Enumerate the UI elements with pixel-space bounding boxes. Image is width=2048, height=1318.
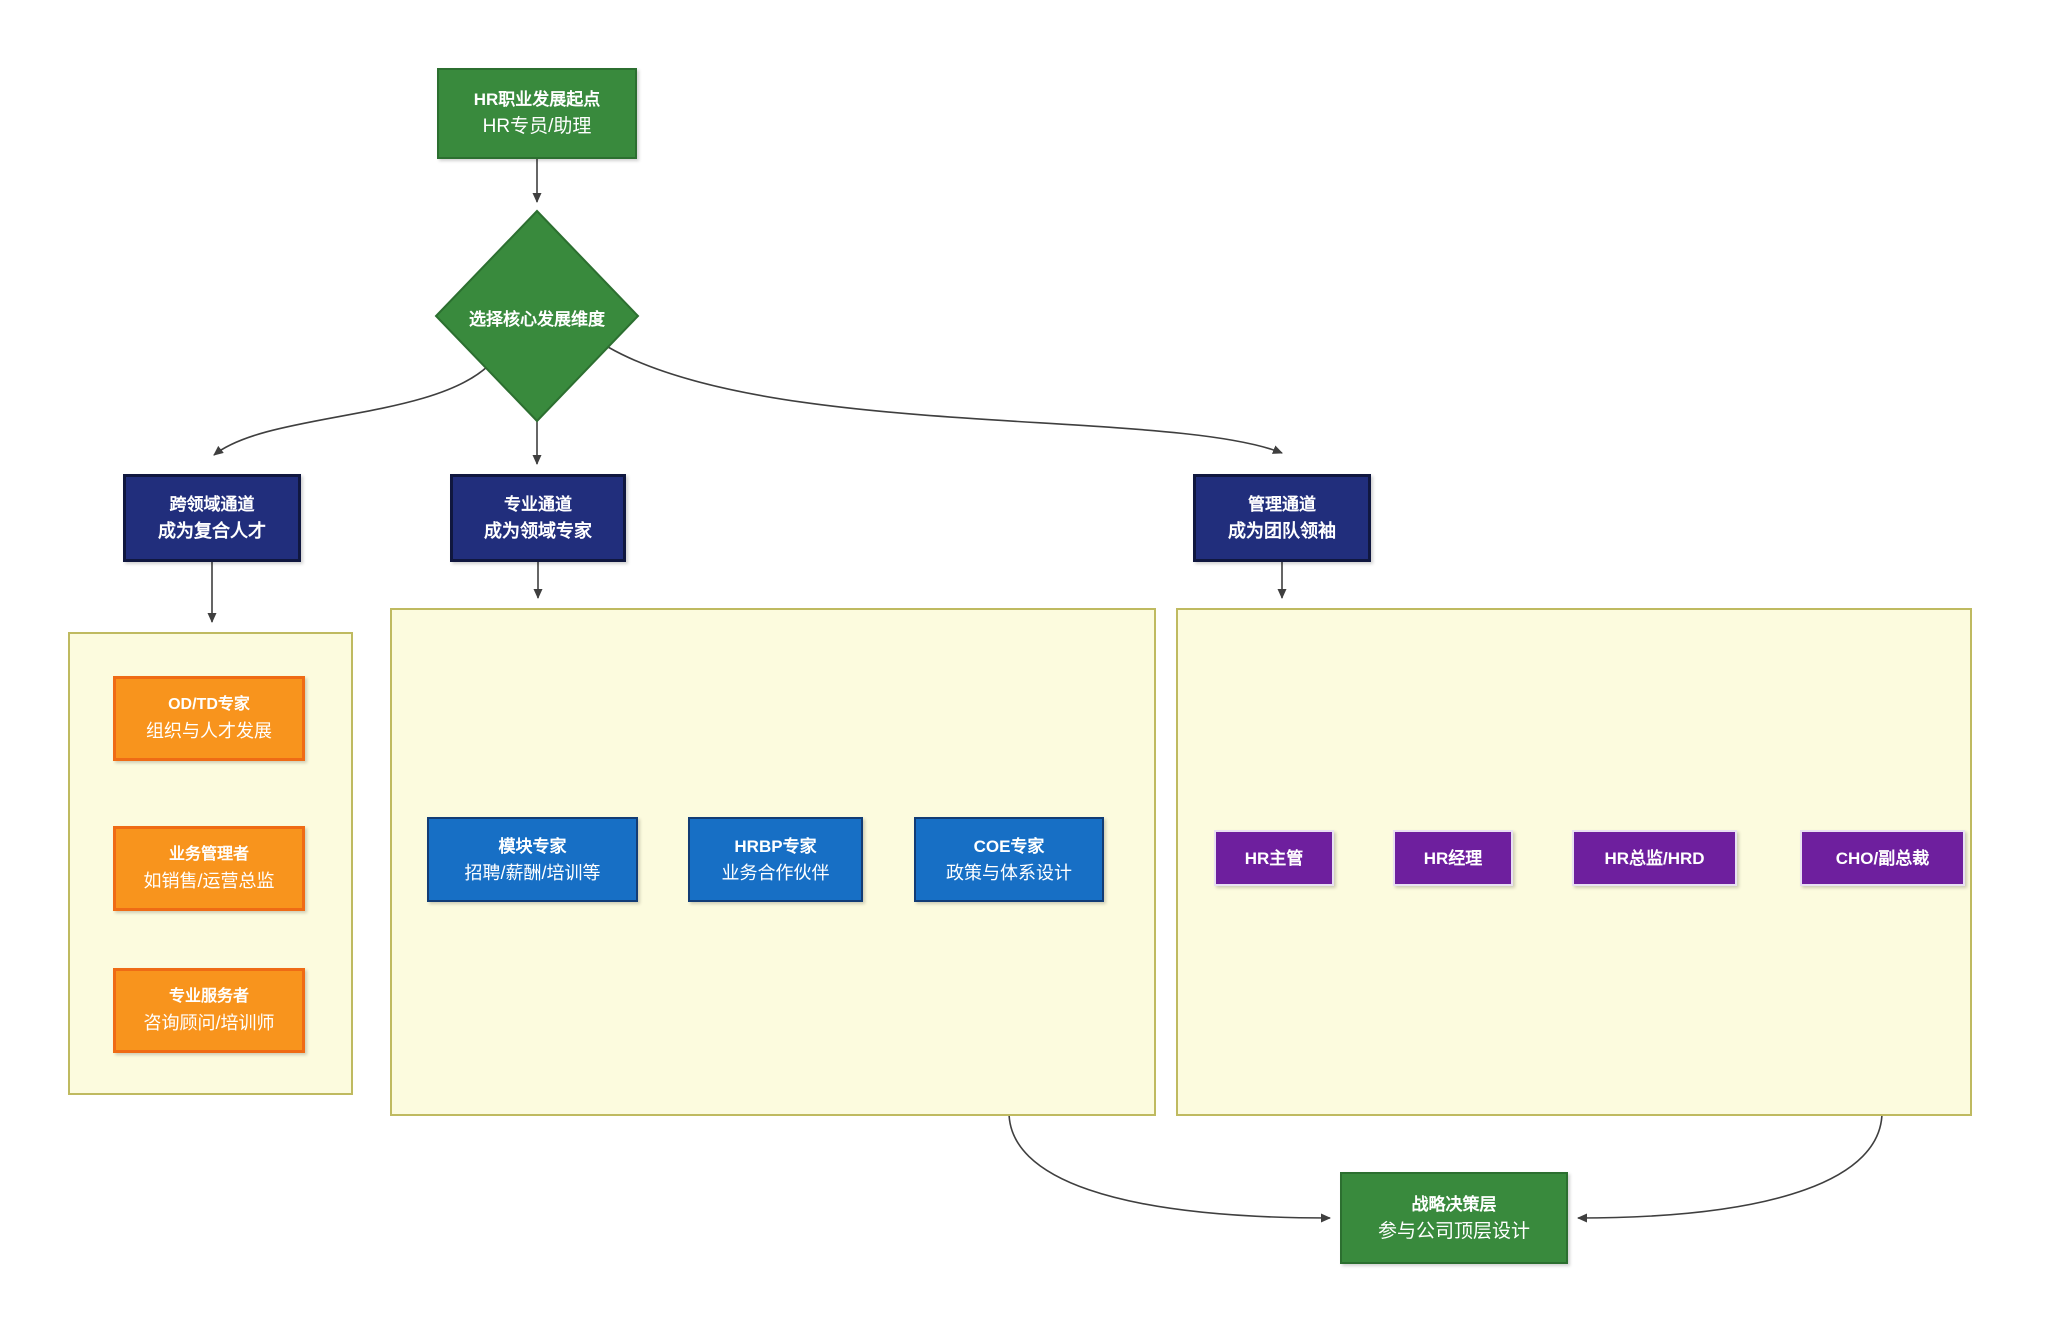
role-hr-supervisor-node[interactable]: HR主管 — [1214, 830, 1334, 886]
role-coe-subtitle: 政策与体系设计 — [946, 862, 1072, 883]
role-hrbp-subtitle: 业务合作伙伴 — [721, 862, 830, 883]
end-node-subtitle: 参与公司顶层设计 — [1377, 1220, 1530, 1242]
edge-cho-to-end — [1577, 886, 1883, 1223]
role-hr-director-node[interactable]: HR总监/HRD — [1572, 830, 1737, 886]
start-node[interactable]: HR职业发展起点 HR专员/助理 — [437, 68, 637, 159]
role-module-expert-subtitle: 招聘/薪酬/培训等 — [464, 862, 601, 883]
channel-pro-title: 专业通道 — [504, 495, 572, 514]
channel-cross-subtitle: 成为复合人才 — [158, 521, 266, 541]
channel-mgmt-node[interactable]: 管理通道 成为团队领袖 — [1193, 474, 1371, 562]
role-service-subtitle: 咨询顾问/培训师 — [143, 1013, 275, 1033]
role-coe-title: COE专家 — [973, 836, 1045, 856]
channel-mgmt-subtitle: 成为团队领袖 — [1228, 521, 1336, 541]
role-hr-director-label: HR总监/HRD — [1604, 848, 1705, 868]
role-odtd-node[interactable]: OD/TD专家 组织与人才发展 — [113, 676, 305, 761]
role-hr-manager-label: HR经理 — [1423, 848, 1483, 868]
role-service-node[interactable]: 专业服务者 咨询顾问/培训师 — [113, 968, 305, 1053]
role-coe-node[interactable]: COE专家 政策与体系设计 — [914, 817, 1104, 902]
role-cho-label: CHO/副总裁 — [1835, 848, 1930, 868]
role-module-expert-title: 模块专家 — [498, 836, 567, 856]
end-node-title: 战略决策层 — [1411, 1194, 1497, 1214]
role-hrbp-node[interactable]: HRBP专家 业务合作伙伴 — [688, 817, 863, 902]
role-odtd-title: OD/TD专家 — [168, 696, 250, 713]
role-odtd-subtitle: 组织与人才发展 — [146, 721, 272, 741]
edge-coe-to-end — [1008, 902, 1331, 1223]
role-bizmgr-node[interactable]: 业务管理者 如销售/运营总监 — [113, 826, 305, 911]
channel-mgmt-title: 管理通道 — [1248, 495, 1316, 514]
decision-diamond-shape[interactable] — [434, 209, 640, 423]
start-node-subtitle: HR专员/助理 — [482, 116, 592, 137]
role-hr-supervisor-label: HR主管 — [1244, 848, 1304, 868]
edge-decision-to-cross — [213, 365, 489, 456]
role-service-title: 专业服务者 — [168, 988, 249, 1005]
start-node-title: HR职业发展起点 — [473, 90, 601, 109]
role-module-expert-node[interactable]: 模块专家 招聘/薪酬/培训等 — [427, 817, 638, 902]
channel-cross-title: 跨领域通道 — [169, 495, 255, 514]
role-hr-manager-node[interactable]: HR经理 — [1393, 830, 1513, 886]
role-hrbp-title: HRBP专家 — [734, 836, 817, 856]
channel-cross-node[interactable]: 跨领域通道 成为复合人才 — [123, 474, 301, 562]
role-bizmgr-subtitle: 如销售/运营总监 — [143, 871, 275, 891]
decision-diamond-label: 选择核心发展维度 — [469, 310, 605, 329]
channel-pro-node[interactable]: 专业通道 成为领域专家 — [450, 474, 626, 562]
role-bizmgr-title: 业务管理者 — [168, 846, 249, 863]
edge-decision-to-mgmt — [607, 346, 1283, 454]
role-cho-node[interactable]: CHO/副总裁 — [1800, 830, 1965, 886]
end-node[interactable]: 战略决策层 参与公司顶层设计 — [1340, 1172, 1568, 1264]
channel-pro-subtitle: 成为领域专家 — [484, 521, 592, 541]
